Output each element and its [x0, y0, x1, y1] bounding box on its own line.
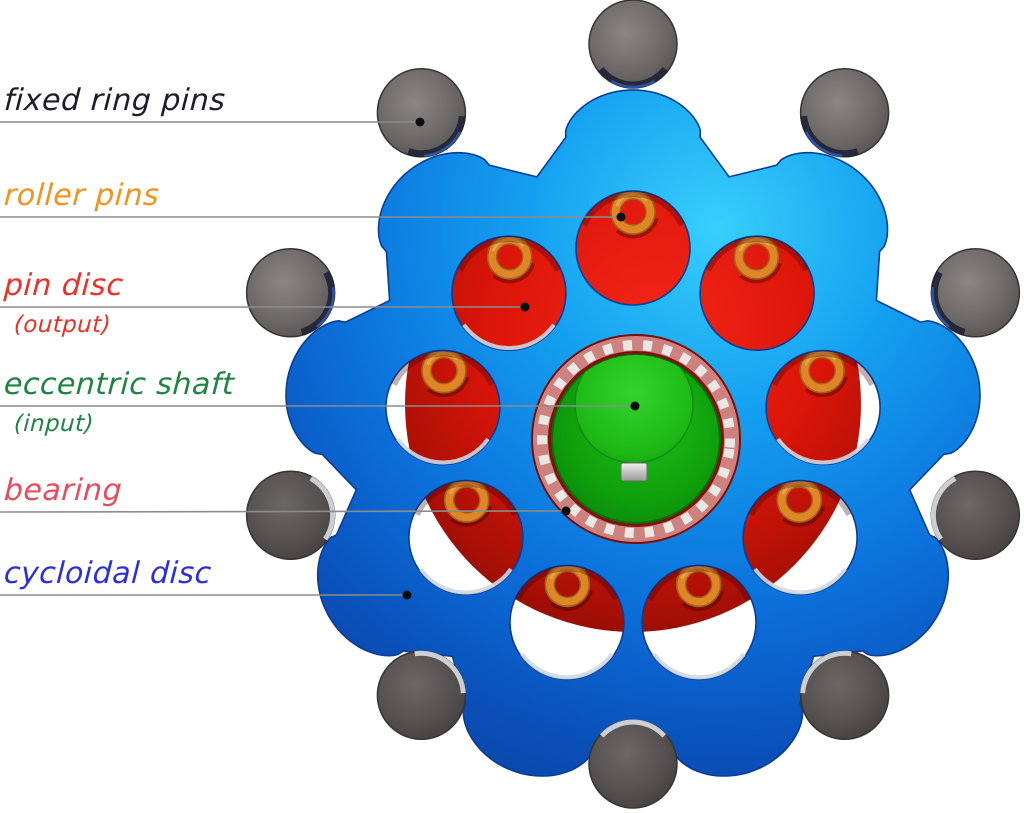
- fixed-ring-pin: [376, 68, 467, 158]
- hole-rim-glint: [520, 652, 614, 680]
- bearing-balls: [537, 340, 735, 538]
- callout-dot-pin-disc: [520, 302, 530, 312]
- label-bearing: bearing: [3, 473, 124, 508]
- fixed-ring-pin: [930, 248, 1021, 338]
- fixed-ring-pin: [588, 0, 678, 89]
- hole-rim-shadow: [581, 191, 685, 227]
- hole-rim-shadow: [705, 236, 809, 272]
- roller-pin: [610, 189, 656, 235]
- roller-pin-shadow: [550, 589, 593, 611]
- fixed-ring-pin: [376, 650, 467, 740]
- fixed-ring-pin: [245, 470, 336, 560]
- hole-rim-shadow: [771, 350, 875, 387]
- roller-pin-shadow: [492, 262, 536, 284]
- fixed-ring-pin: [799, 650, 890, 740]
- label-cycloidal-disc: cycloidal disc: [3, 556, 213, 591]
- roller-pin: [733, 234, 780, 280]
- hole-rim-shadow: [457, 236, 561, 272]
- hole-rim-shadow: [515, 565, 619, 601]
- hole-rim-glint: [776, 437, 870, 465]
- fixed-ring-pin: [245, 248, 336, 338]
- hole-rim-glint: [396, 437, 490, 465]
- label-pin-disc: pin disc: [3, 268, 125, 303]
- callout-line-bearing: [0, 510, 567, 513]
- label-fixed-ring-pins: fixed ring pins: [3, 83, 227, 118]
- callout-dot-eccentric-shaft: [630, 401, 640, 411]
- hole-rim-shadow: [748, 480, 852, 517]
- roller-pin: [799, 347, 845, 394]
- shaft-keyway: [620, 462, 648, 482]
- callout-dot-cycloidal-disc: [402, 590, 412, 600]
- hole-rim-shadow: [647, 565, 751, 601]
- roller-pin-shadow: [681, 589, 725, 611]
- fixed-ring-pin: [588, 719, 678, 809]
- label-pin-disc-sub: (output): [13, 312, 112, 338]
- hole-rim-glint: [419, 567, 513, 595]
- roller-pin-shadow: [782, 505, 825, 527]
- bearing-assembly: [531, 334, 741, 544]
- hole-rim-shadow: [391, 350, 495, 387]
- hole-rim-glint: [462, 323, 556, 351]
- callout-dot-roller-pins: [616, 212, 626, 222]
- hole-rim-shadow: [414, 480, 518, 517]
- roller-pin-shadow: [805, 376, 848, 398]
- hole-rim-glint: [753, 567, 847, 595]
- roller-pin-shadow: [739, 262, 783, 284]
- callout-dot-fixed-ring-pins: [415, 117, 425, 127]
- roller-pin-shadow: [615, 217, 659, 239]
- fixed-ring-pin: [930, 470, 1021, 560]
- label-roller-pins: roller pins: [3, 178, 161, 213]
- label-eccentric-shaft-sub: (input): [13, 411, 95, 437]
- fixed-ring-pin: [799, 68, 890, 158]
- roller-pin-shadow: [426, 376, 470, 398]
- callout-dot-bearing: [561, 506, 571, 516]
- bearing-inner-race: [548, 351, 724, 527]
- hole-rim-glint: [652, 652, 746, 680]
- roller-pin: [486, 234, 533, 280]
- label-eccentric-shaft: eccentric shaft: [3, 367, 236, 402]
